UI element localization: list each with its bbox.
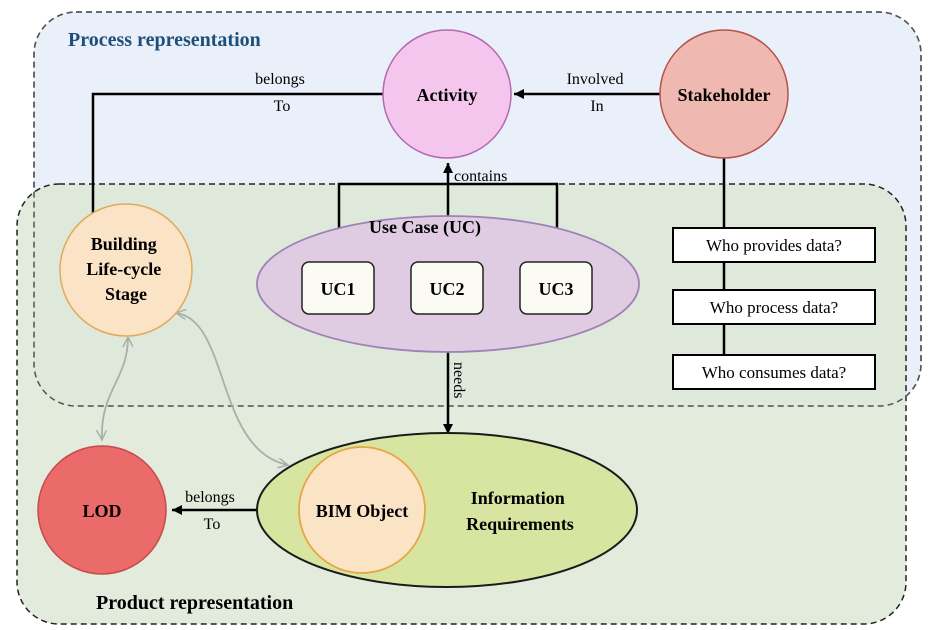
building-stage-line-2: Life-cycle — [86, 259, 161, 279]
uc1-label: UC1 — [321, 279, 356, 299]
question-provides: Who provides data? — [706, 236, 842, 255]
edge-stage-lod — [102, 337, 128, 440]
uc2-label: UC2 — [430, 279, 465, 299]
building-stage-label: Building Life-cycle Stage — [86, 234, 165, 304]
lod-node — [37, 445, 167, 575]
belongs-top-line-1: belongs — [255, 71, 305, 88]
uc1-box — [301, 261, 375, 315]
product-region-title: Product representation — [96, 592, 293, 614]
question-box-process — [672, 289, 876, 325]
building-stage-line-1: Building — [91, 234, 157, 254]
activity-node — [382, 29, 512, 159]
involved-line-1: Involved — [567, 71, 624, 88]
edge-label-contains: contains — [454, 168, 507, 185]
edge-label-belongs-to-top: belongs To — [255, 71, 309, 115]
involved-line-2: In — [590, 98, 603, 115]
stakeholder-node — [659, 29, 789, 159]
bim-object-label: BIM Object — [316, 501, 408, 521]
lod-label: LOD — [82, 501, 121, 521]
use-case-label: Use Case (UC) — [369, 217, 481, 238]
bim-object-node — [298, 446, 426, 574]
building-stage-node — [59, 203, 193, 337]
question-consumes: Who consumes data? — [702, 363, 846, 382]
edge-label-belongs-to-bottom: belongs To — [185, 489, 239, 533]
belongs-bottom-line-2: To — [204, 516, 221, 533]
process-region-title: Process representation — [68, 29, 261, 51]
edge-label-needs: needs — [450, 362, 467, 398]
edge-label-involved-in: Involved In — [567, 71, 628, 115]
activity-label: Activity — [417, 85, 478, 105]
building-stage-line-3: Stage — [105, 284, 147, 304]
information-requirements-label: Information Requirements — [466, 488, 574, 534]
stakeholder-label: Stakeholder — [677, 85, 770, 105]
belongs-bottom-line-1: belongs — [185, 489, 235, 506]
uc3-box — [519, 261, 593, 315]
edge-stage-bim — [176, 313, 288, 465]
question-process: Who process data? — [710, 298, 838, 317]
question-box-provides — [672, 227, 876, 263]
uc2-box — [410, 261, 484, 315]
process-region-outline — [33, 11, 922, 407]
edge-belongs-to-activity — [91, 89, 508, 214]
info-req-line-2: Requirements — [466, 514, 574, 534]
belongs-top-line-2: To — [274, 98, 291, 115]
question-box-consumes — [672, 354, 876, 390]
info-req-line-1: Information — [471, 488, 565, 508]
uc3-label: UC3 — [539, 279, 574, 299]
